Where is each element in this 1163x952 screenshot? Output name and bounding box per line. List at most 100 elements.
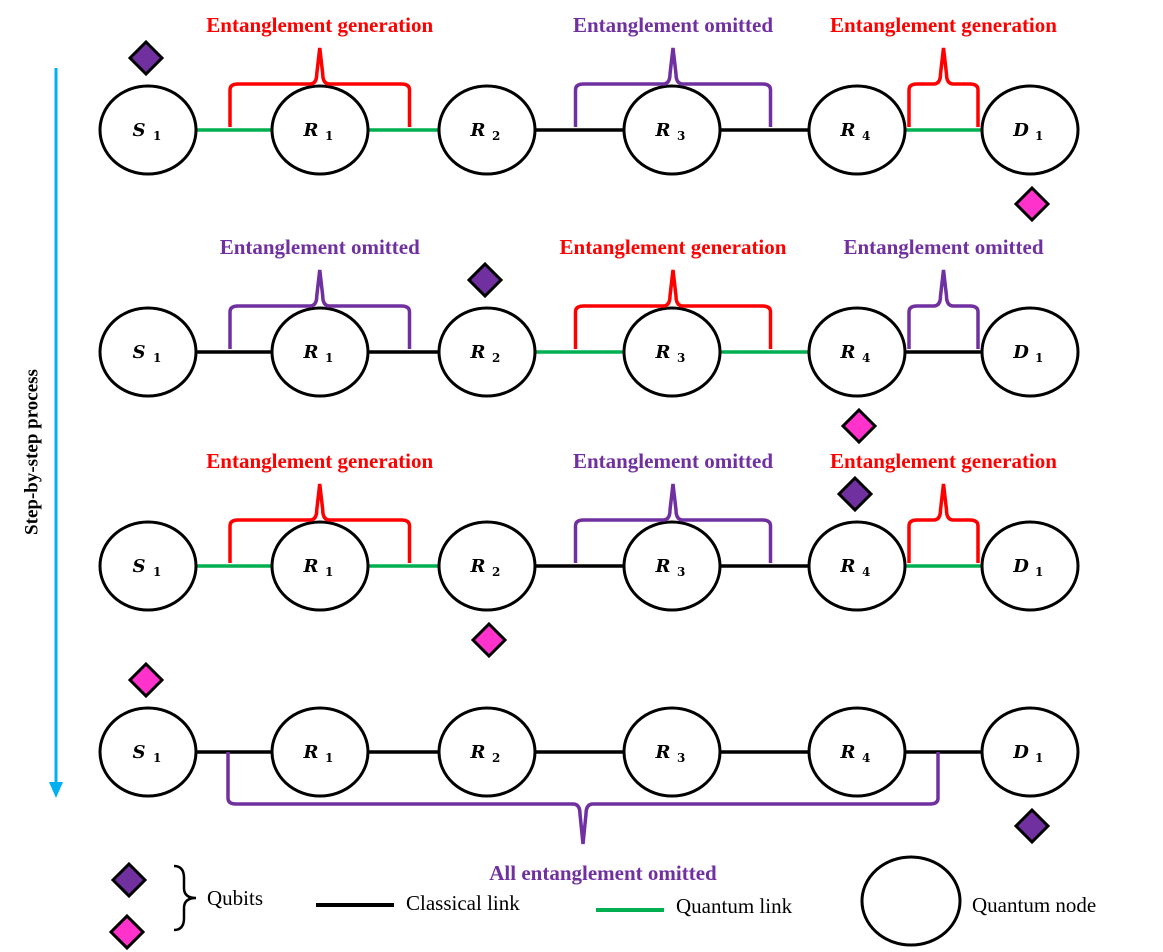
node-circle [980,306,1080,398]
legend: Qubits Classical link Quantum link Quant… [108,855,1096,951]
generation-brace [228,483,412,563]
node-circle [437,706,537,798]
generation-brace [573,269,773,349]
generation-brace [907,483,980,563]
qubit-pink-diamond [470,621,508,659]
node-circle [980,84,1080,176]
node-subscript: 4 [862,351,870,365]
node-subscript: 3 [677,351,685,365]
omitted-brace [573,483,773,563]
node-letter: R [470,342,486,363]
omitted-label: Entanglement omitted [220,235,420,259]
node-letter: R [303,120,319,141]
node-subscript: 3 [677,565,685,579]
node-circle [98,706,198,798]
omitted-brace [573,47,773,127]
node-circle [622,84,722,176]
qubit-purple-diamond [466,261,504,299]
node-subscript: 1 [153,751,161,765]
node-subscript: 1 [153,129,161,143]
node-subscript: 1 [153,565,161,579]
node-letter: S [133,120,146,141]
node-subscript: 1 [325,351,333,365]
node-circle [270,706,370,798]
node-circle [622,706,722,798]
generation-label: Entanglement generation [830,449,1057,473]
node-subscript: 4 [862,751,870,765]
node-letter: D [1012,556,1029,577]
qubit-pink-diamond [127,661,165,699]
node-subscript: 1 [1035,351,1043,365]
node-letter: R [655,342,671,363]
qubit-pink-diamond [840,407,878,445]
legend-qubit-pink-diamond [108,913,146,951]
qubit-purple-diamond [127,39,165,77]
node-subscript: 2 [492,351,500,365]
node-subscript: 2 [492,751,500,765]
omitted-label: Entanglement omitted [843,235,1043,259]
omitted-brace [907,269,980,349]
legend-qubit-purple-diamond [110,861,148,899]
legend-quantum-label: Quantum link [676,894,793,918]
side-label: Step-by-step process [21,369,42,535]
node-letter: R [470,556,486,577]
legend-qubits-brace [173,864,197,932]
node-circle [98,84,198,176]
node-subscript: 1 [325,565,333,579]
omitted-label: All entanglement omitted [489,861,717,885]
qubit-pink-diamond [1013,185,1051,223]
omitted-label: Entanglement omitted [573,449,773,473]
node-subscript: 1 [325,129,333,143]
node-circle [622,520,722,612]
node-letter: R [470,120,486,141]
node-circle [807,520,907,612]
qubit-purple-diamond [1013,807,1051,845]
node-circle [98,306,198,398]
legend-qubits-label: Qubits [207,886,263,910]
node-circle [270,520,370,612]
process-arrow [49,68,63,798]
node-circle [807,306,907,398]
node-letter: R [840,342,856,363]
node-letter: R [840,120,856,141]
node-letter: S [133,556,146,577]
generation-label: Entanglement generation [560,235,787,259]
node-circle [807,706,907,798]
node-letter: S [133,342,146,363]
omitted-brace [226,752,940,845]
generation-label: Entanglement generation [206,13,433,37]
generation-label: Entanglement generation [206,449,433,473]
node-subscript: 3 [677,751,685,765]
node-subscript: 1 [325,751,333,765]
node-letter: R [303,556,319,577]
node-circle [270,306,370,398]
node-circle [980,520,1080,612]
generation-label: Entanglement generation [830,13,1057,37]
node-subscript: 4 [862,129,870,143]
node-letter: R [655,120,671,141]
node-subscript: 1 [1035,565,1043,579]
legend-classical-label: Classical link [406,891,520,915]
node-circle [98,520,198,612]
node-circle [807,84,907,176]
